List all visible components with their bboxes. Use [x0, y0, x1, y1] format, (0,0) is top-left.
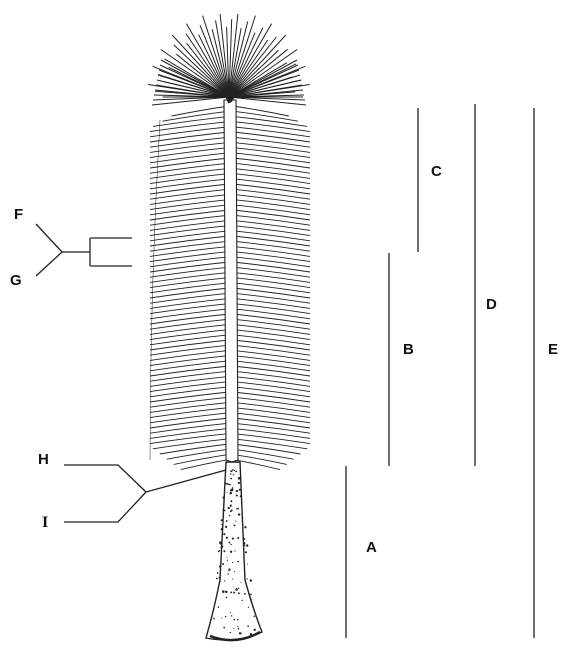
- label-h: H: [38, 451, 49, 468]
- feather-rachis: [224, 92, 238, 462]
- feather-crown-tuft: [148, 14, 310, 105]
- label-i: I: [42, 514, 48, 531]
- label-c: C: [431, 163, 442, 180]
- label-g: G: [10, 272, 22, 289]
- feather-calamus: [206, 462, 262, 640]
- label-b: B: [403, 341, 414, 358]
- label-a: A: [366, 539, 377, 556]
- label-e: E: [548, 341, 558, 358]
- hi-pointer: [64, 465, 226, 522]
- fg-bracket: [36, 224, 132, 276]
- label-f: F: [14, 206, 23, 223]
- label-d: D: [486, 296, 497, 313]
